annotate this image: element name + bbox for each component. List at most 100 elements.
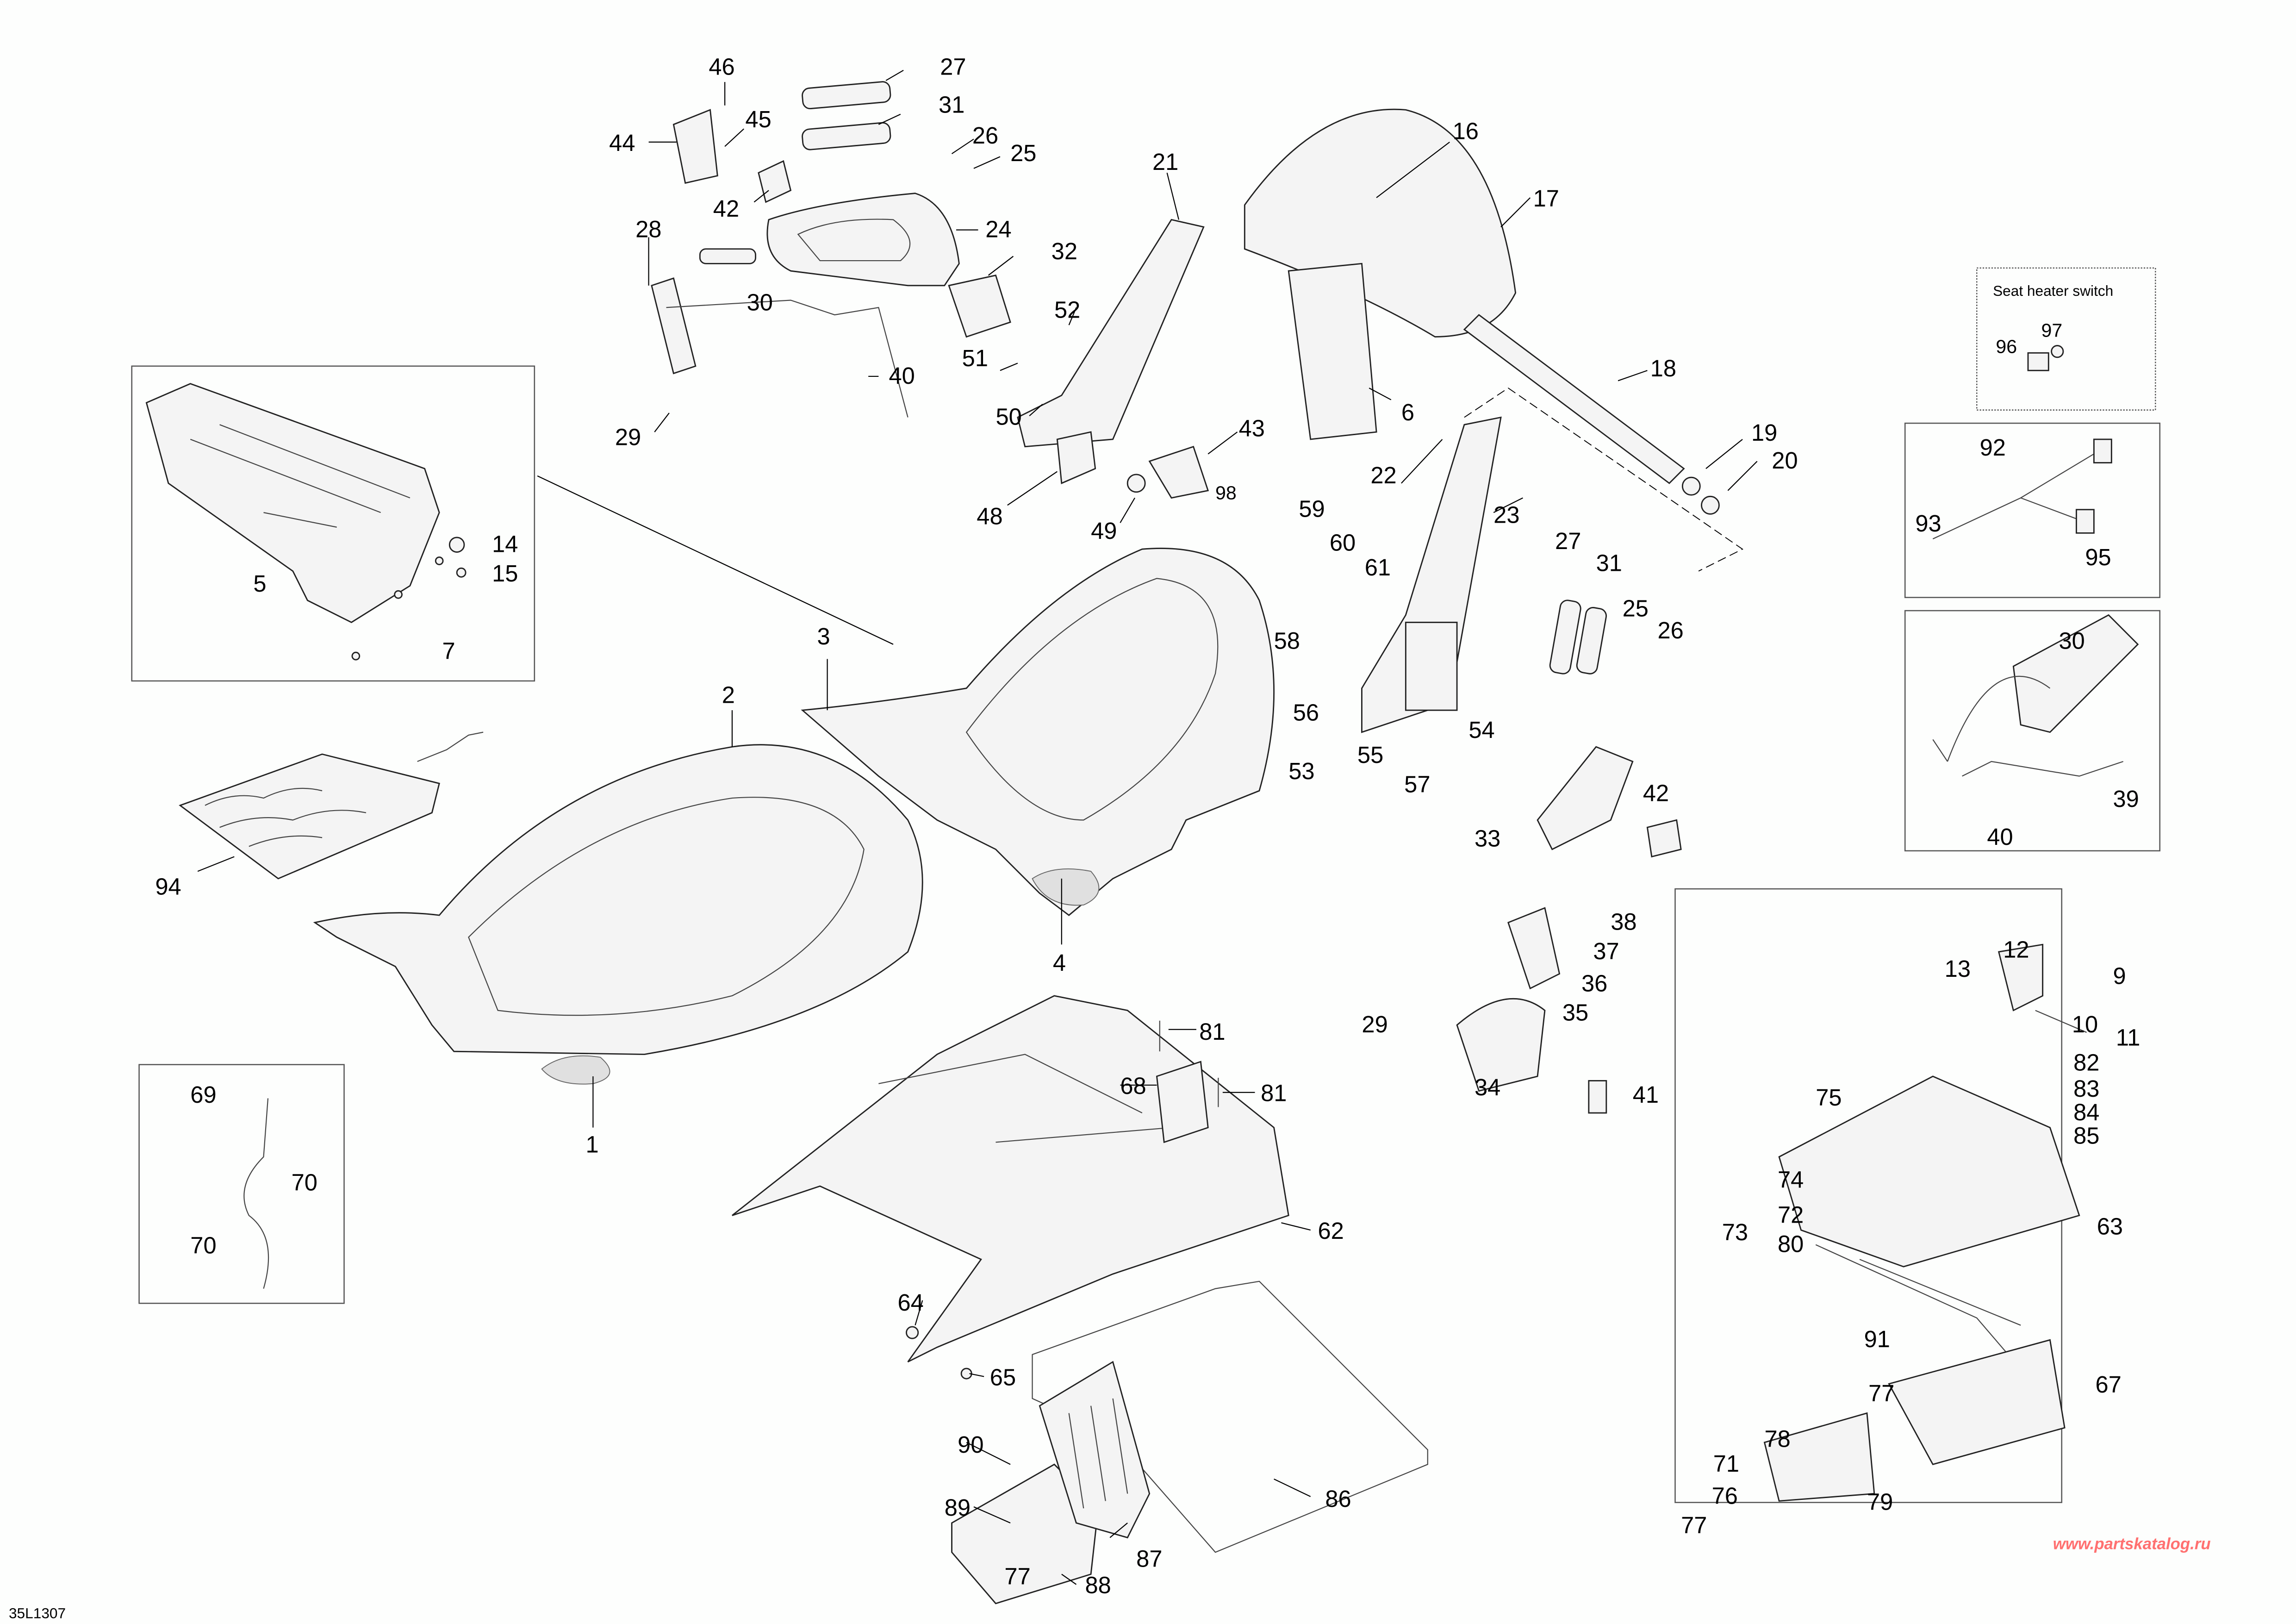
callout-73: 73	[1722, 1219, 1748, 1245]
callout-30: 30	[747, 289, 773, 316]
callout-83: 83	[2073, 1075, 2099, 1102]
bracket-28-part	[651, 277, 697, 375]
callout-70a: 70	[292, 1169, 317, 1196]
inset-base-frame-box	[131, 365, 535, 682]
screw-7c	[435, 556, 444, 565]
callout-84: 84	[2073, 1099, 2099, 1125]
callout-77a: 77	[1004, 1563, 1030, 1590]
callout-74: 74	[1778, 1166, 1804, 1193]
callout-67: 67	[2096, 1371, 2122, 1398]
callout-50: 50	[996, 403, 1021, 430]
callout-85: 85	[2073, 1122, 2099, 1149]
callout-58: 58	[1274, 627, 1300, 654]
switch-box-53-part	[1405, 621, 1458, 711]
heating-pad-part	[179, 731, 484, 880]
plate-22-part	[1361, 416, 1502, 733]
callout-44: 44	[609, 130, 635, 156]
callout-72: 72	[1778, 1201, 1804, 1228]
callout-87: 87	[1136, 1546, 1162, 1572]
callout-48: 48	[977, 503, 1002, 529]
callout-88: 88	[1085, 1572, 1111, 1599]
connector-92a	[2093, 438, 2112, 463]
callout-95: 95	[2085, 544, 2111, 570]
callout-14: 14	[492, 531, 518, 557]
callout-49: 49	[1091, 518, 1117, 544]
callout-27b: 27	[1555, 528, 1581, 554]
heater-wires	[1932, 675, 2124, 777]
callout-68: 68	[1120, 1073, 1146, 1099]
cover-44-part	[672, 109, 718, 184]
callout-2: 2	[722, 681, 735, 708]
callout-63: 63	[2097, 1213, 2123, 1240]
callout-46: 46	[709, 53, 734, 80]
callout-79: 79	[1867, 1488, 1893, 1515]
connector-95	[2075, 509, 2095, 534]
callout-18: 18	[1650, 355, 1676, 381]
callout-42: 42	[713, 195, 739, 222]
screw-15	[456, 567, 467, 578]
washer-20	[1701, 495, 1720, 515]
backrest-heater-part	[2012, 614, 2139, 733]
callout-64: 64	[897, 1289, 923, 1316]
callout-65: 65	[990, 1364, 1016, 1390]
callout-81b: 81	[1261, 1080, 1287, 1106]
callout-35: 35	[1562, 999, 1588, 1026]
callout-77b: 77	[1681, 1512, 1707, 1538]
callout-4: 4	[1053, 949, 1066, 976]
callout-51: 51	[962, 345, 988, 371]
bushing-49	[1126, 474, 1146, 493]
callout-77c: 77	[1868, 1380, 1894, 1406]
connector-41-part	[1588, 1080, 1607, 1114]
callout-26: 26	[972, 122, 998, 149]
callout-62: 62	[1318, 1218, 1344, 1244]
cover-34-part	[1456, 998, 1546, 1092]
callout-27: 27	[940, 53, 966, 80]
callout-89: 89	[945, 1494, 971, 1521]
callout-55: 55	[1357, 742, 1383, 768]
callout-33: 33	[1475, 825, 1500, 851]
callout-19: 19	[1751, 419, 1777, 446]
callout-39: 39	[2113, 786, 2139, 812]
callout-13: 13	[1945, 956, 1971, 982]
callout-54: 54	[1468, 717, 1494, 743]
callout-53: 53	[1288, 758, 1314, 784]
callout-40b: 40	[1987, 824, 2013, 850]
callout-6: 6	[1401, 399, 1414, 425]
base-frame-part	[145, 383, 440, 623]
nut-14	[448, 537, 465, 553]
callout-70b: 70	[190, 1232, 216, 1259]
callout-69: 69	[190, 1081, 216, 1108]
callout-37: 37	[1593, 938, 1619, 964]
handle-24-part	[766, 193, 960, 287]
callout-21: 21	[1152, 149, 1178, 175]
callout-20: 20	[1772, 447, 1798, 474]
inset-ground-wire-box	[138, 1064, 345, 1304]
callout-24: 24	[985, 216, 1011, 242]
pad-33-part	[1537, 746, 1634, 850]
callout-41: 41	[1633, 1081, 1659, 1108]
callout-38: 38	[1611, 909, 1636, 935]
callout-3: 3	[817, 623, 830, 650]
callout-45: 45	[745, 106, 771, 132]
screw-7b	[394, 590, 403, 599]
plate-43-part	[1148, 445, 1209, 499]
backrest-plate-6-part	[1288, 262, 1377, 440]
callout-25b: 25	[1623, 595, 1649, 622]
grip-27-part	[802, 81, 891, 110]
seat-heater-switch-title: Seat heater switch	[1993, 282, 2113, 299]
callout-16: 16	[1453, 118, 1479, 144]
inset-harness-box	[1904, 422, 2161, 598]
callout-29: 29	[615, 424, 641, 450]
callout-75: 75	[1816, 1084, 1842, 1111]
heater-switch-part	[2027, 345, 2064, 371]
callout-43: 43	[1239, 415, 1265, 442]
callout-52: 52	[1054, 296, 1080, 323]
callout-93: 93	[1915, 510, 1941, 537]
callout-11: 11	[2116, 1024, 2140, 1051]
harness-92-part	[1932, 453, 2094, 540]
callout-90: 90	[958, 1431, 983, 1458]
callout-12: 12	[2003, 937, 2029, 963]
support-frame-part	[1763, 943, 2087, 1502]
callout-76: 76	[1712, 1483, 1738, 1509]
callout-78: 78	[1765, 1425, 1791, 1452]
